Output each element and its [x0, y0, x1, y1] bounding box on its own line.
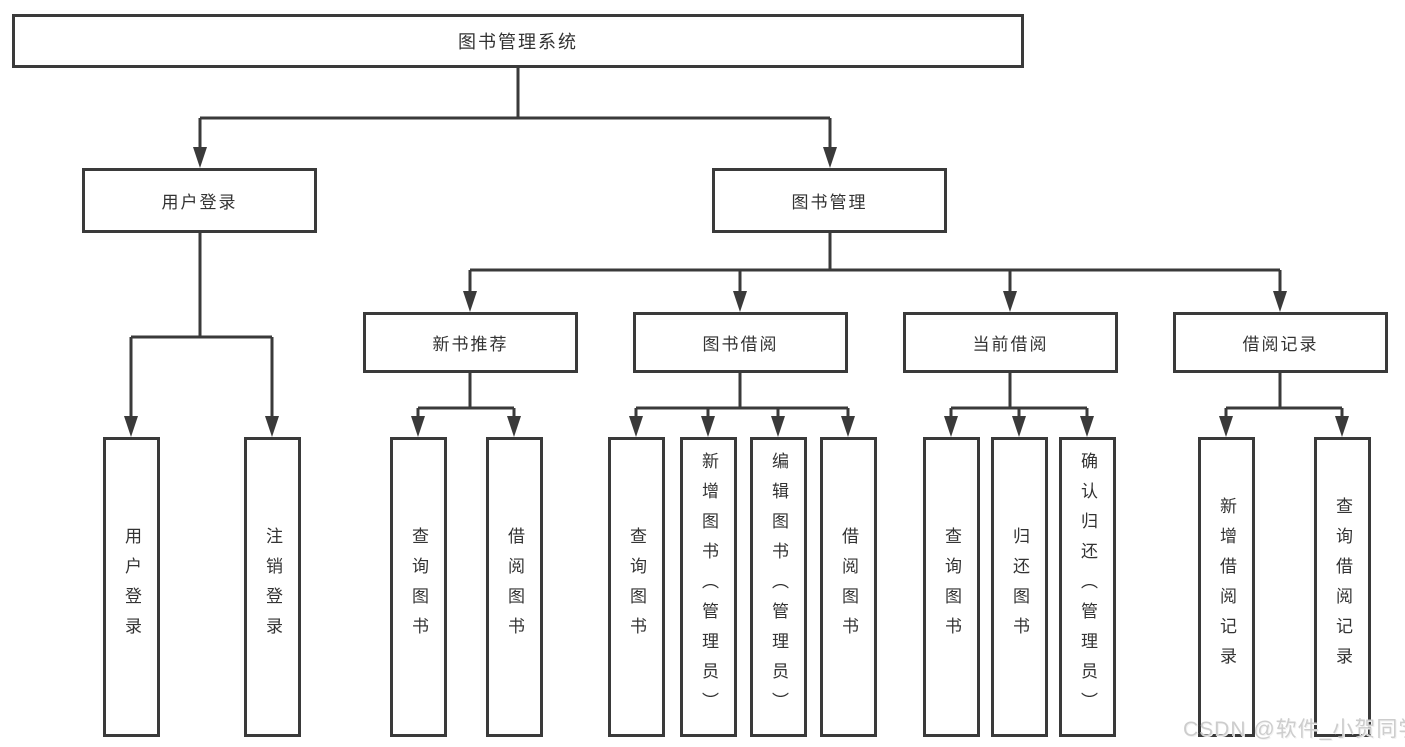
connector-book-borrow-branch: [634, 373, 850, 419]
arrow-icon: [1273, 291, 1287, 312]
node-user-login: 用户登录: [82, 168, 317, 233]
arrow-icon: [265, 416, 279, 437]
arrow-icon: [411, 416, 425, 437]
node-root-system: 图书管理系统: [12, 14, 1024, 68]
connector-new-book-branch: [416, 373, 516, 419]
node-borrow-record: 借阅记录: [1173, 312, 1388, 373]
arrow-icon: [193, 147, 207, 168]
node-leaf-borrow-book-1: 借阅图书: [486, 437, 543, 737]
arrow-icon: [1335, 416, 1349, 437]
leaf-label: 新增借阅记录: [1217, 497, 1236, 677]
leaf-label: 确认归还（管理员）: [1078, 452, 1097, 722]
node-leaf-borrow-book-2: 借阅图书: [820, 437, 877, 737]
leaf-label: 新增图书（管理员）: [699, 452, 718, 722]
node-book-management: 图书管理: [712, 168, 947, 233]
node-leaf-query-borrow-record: 查询借阅记录: [1314, 437, 1371, 737]
leaf-label: 查询图书: [942, 527, 961, 647]
connector-strokes: [129, 68, 1344, 419]
connector-current-borrow-branch: [949, 373, 1089, 419]
connector-root-stem: [198, 68, 832, 150]
leaf-label: 借阅图书: [505, 527, 524, 647]
leaf-label: 查询借阅记录: [1333, 497, 1352, 677]
arrow-icon: [1080, 416, 1094, 437]
connector-book-management-branch: [468, 233, 1282, 294]
arrow-icon: [841, 416, 855, 437]
leaf-label: 借阅图书: [839, 527, 858, 647]
watermark: CSDN @软件_小贺同学: [1183, 718, 1405, 741]
node-leaf-query-book-2: 查询图书: [608, 437, 665, 737]
node-current-borrow: 当前借阅: [903, 312, 1118, 373]
leaf-label: 查询图书: [409, 527, 428, 647]
node-leaf-add-borrow-record: 新增借阅记录: [1198, 437, 1255, 737]
node-leaf-query-book-3: 查询图书: [923, 437, 980, 737]
arrow-icon: [629, 416, 643, 437]
arrow-icon: [124, 416, 138, 437]
node-new-book-recommend: 新书推荐: [363, 312, 578, 373]
node-leaf-add-book-admin: 新增图书（管理员）: [680, 437, 737, 737]
arrow-icon: [1012, 416, 1026, 437]
arrow-icon: [1219, 416, 1233, 437]
connector-borrow-record-branch: [1224, 373, 1344, 419]
arrow-icon: [733, 291, 747, 312]
arrowheads: [124, 147, 1349, 437]
arrow-icon: [1003, 291, 1017, 312]
leaf-label: 归还图书: [1010, 527, 1029, 647]
leaf-label: 注销登录: [263, 527, 282, 647]
arrow-icon: [771, 416, 785, 437]
leaf-label: 用户登录: [122, 527, 141, 647]
node-leaf-logout: 注销登录: [244, 437, 301, 737]
node-book-borrow: 图书借阅: [633, 312, 848, 373]
arrow-icon: [507, 416, 521, 437]
node-leaf-edit-book-admin: 编辑图书（管理员）: [750, 437, 807, 737]
leaf-label: 查询图书: [627, 527, 646, 647]
node-leaf-return-book: 归还图书: [991, 437, 1048, 737]
node-leaf-user-login: 用户登录: [103, 437, 160, 737]
node-leaf-query-book-1: 查询图书: [390, 437, 447, 737]
connector-user-login-branch: [129, 233, 274, 419]
arrow-icon: [823, 147, 837, 168]
node-leaf-confirm-return-admin: 确认归还（管理员）: [1059, 437, 1116, 737]
arrow-icon: [463, 291, 477, 312]
arrow-icon: [701, 416, 715, 437]
arrow-icon: [944, 416, 958, 437]
leaf-label: 编辑图书（管理员）: [769, 452, 788, 722]
